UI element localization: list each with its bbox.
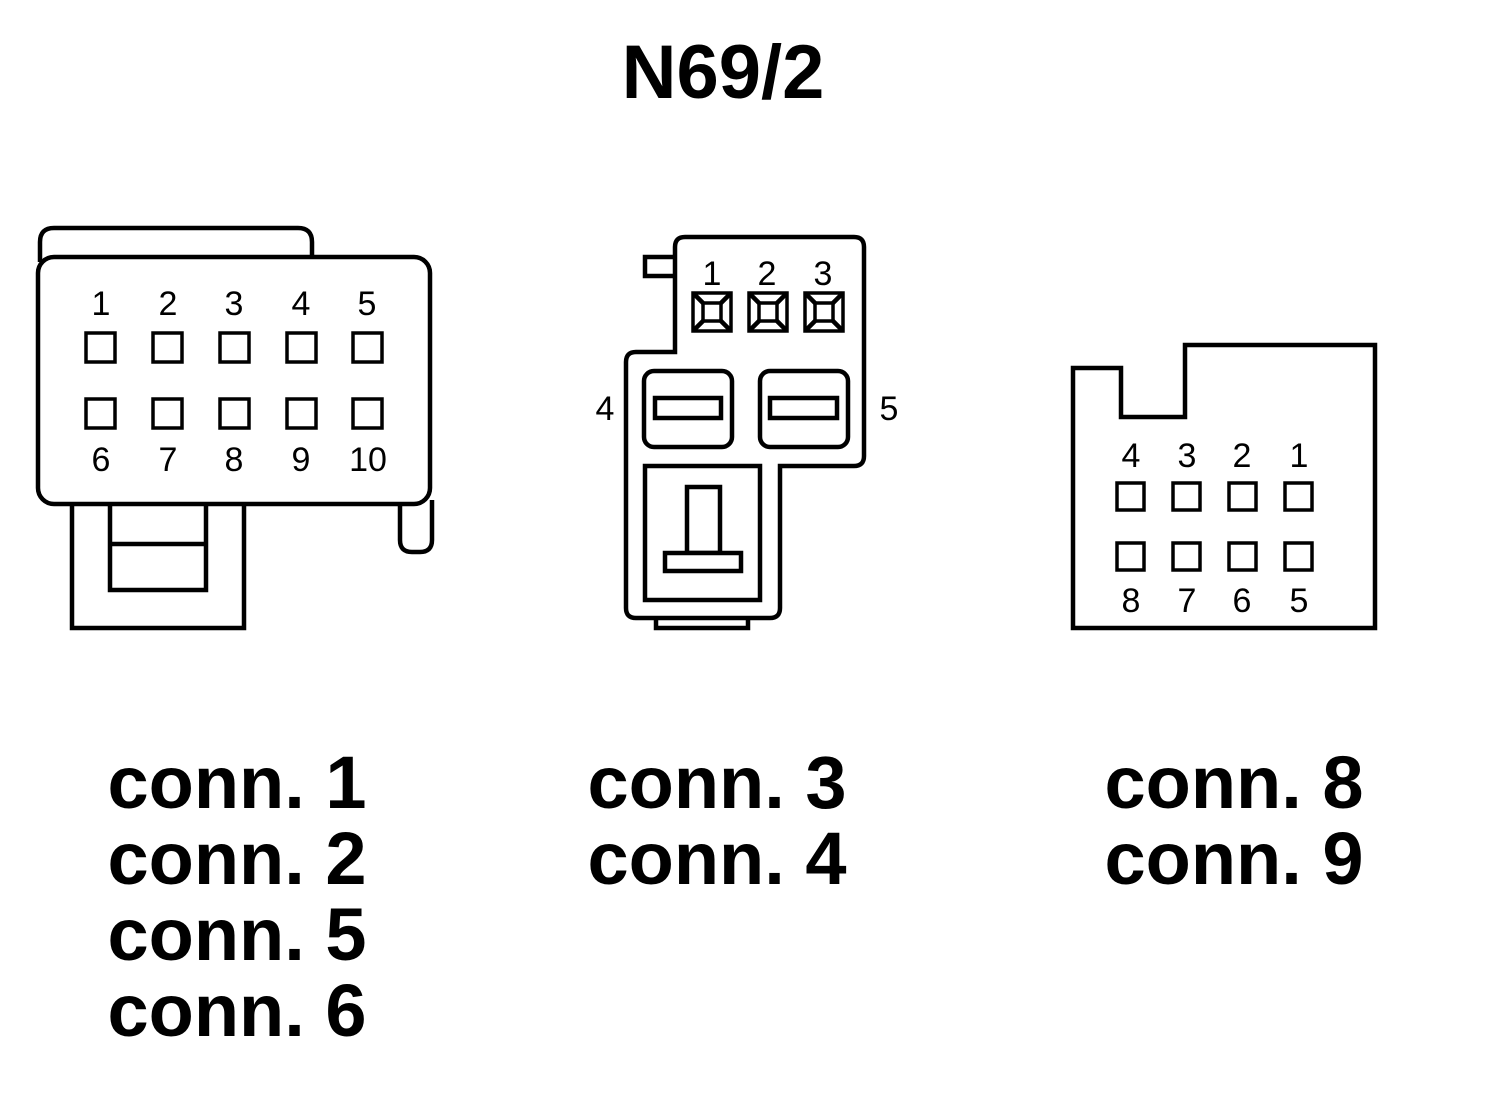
pin-number: 1 xyxy=(92,285,111,323)
connector-label: conn. 8 xyxy=(1104,741,1363,824)
pin-socket xyxy=(1283,481,1314,512)
pin-socket xyxy=(1171,541,1202,572)
connector-label: conn. 2 xyxy=(107,817,366,900)
pin-socket xyxy=(1227,541,1258,572)
connector-label: conn. 9 xyxy=(1104,817,1363,900)
pin-socket xyxy=(218,397,251,430)
pin-socket xyxy=(84,397,117,430)
pin-blade xyxy=(767,395,840,421)
pin-number: 3 xyxy=(1178,437,1197,475)
pin-socket xyxy=(1115,481,1146,512)
pin-number: 8 xyxy=(1122,582,1141,620)
connector-10-pin-latch-inner xyxy=(107,500,209,593)
pin-socket xyxy=(285,331,318,364)
connector-10-pin-latch-outer xyxy=(69,500,247,631)
pin-number: 2 xyxy=(1233,437,1252,475)
pin-number: 2 xyxy=(159,285,178,323)
pin-socket xyxy=(351,397,384,430)
pin-number: 6 xyxy=(92,441,111,479)
pin-socket xyxy=(285,397,318,430)
pin-number: 10 xyxy=(349,441,387,479)
pin-socket xyxy=(1227,481,1258,512)
connector-label: conn. 3 xyxy=(587,741,846,824)
connector-10-pin-side-peg xyxy=(397,500,435,555)
pin-socket xyxy=(691,291,733,333)
pin-socket xyxy=(151,397,184,430)
pin-socket xyxy=(84,331,117,364)
pin-socket xyxy=(1171,481,1202,512)
connector-label: conn. 1 xyxy=(107,741,366,824)
pin-number: 1 xyxy=(1290,437,1309,475)
connector-10-pin-rear-tab xyxy=(37,225,315,262)
pin-socket xyxy=(151,331,184,364)
connector-5-pin-tab xyxy=(642,254,675,279)
pin-number: 4 xyxy=(596,390,615,428)
pin-number: 8 xyxy=(225,441,244,479)
connector-5-pin-key-base xyxy=(662,550,744,574)
pin-number: 1 xyxy=(703,255,722,293)
connector-10-pin-body xyxy=(35,254,433,507)
pin-number: 5 xyxy=(880,390,899,428)
connector-5-pin-key-stem xyxy=(684,484,723,556)
connector-label: conn. 4 xyxy=(587,817,846,900)
connector-5-pin: 1 2 3 4 5 xyxy=(596,234,899,631)
diagram-title: N69/2 xyxy=(622,30,825,115)
pin-number: 6 xyxy=(1233,582,1252,620)
connector-5-pin-foot xyxy=(653,618,751,631)
pin-socket xyxy=(351,331,384,364)
connector-8-pin: 4 3 2 1 8 7 6 5 xyxy=(1070,342,1378,631)
connector-10-pin: 1 2 3 4 5 6 7 8 9 10 xyxy=(35,225,435,631)
pin-socket xyxy=(218,331,251,364)
pin-number: 7 xyxy=(1178,582,1197,620)
pin-socket xyxy=(803,291,845,333)
pin-number: 4 xyxy=(292,285,311,323)
connector-label: conn. 6 xyxy=(107,969,366,1052)
pin-number: 4 xyxy=(1122,437,1141,475)
connector-label: conn. 5 xyxy=(107,893,366,976)
pin-number: 3 xyxy=(225,285,244,323)
pin-number: 9 xyxy=(292,441,311,479)
pin-number: 2 xyxy=(758,255,777,293)
pin-number: 5 xyxy=(1290,582,1309,620)
pin-socket xyxy=(747,291,789,333)
connector-5-pin-key-slot xyxy=(642,463,763,603)
pin-number: 7 xyxy=(159,441,178,479)
pin-number: 5 xyxy=(358,285,377,323)
pin-socket xyxy=(1283,541,1314,572)
pin-blade xyxy=(652,395,724,421)
pin-socket xyxy=(1115,541,1146,572)
pin-number: 3 xyxy=(814,255,833,293)
